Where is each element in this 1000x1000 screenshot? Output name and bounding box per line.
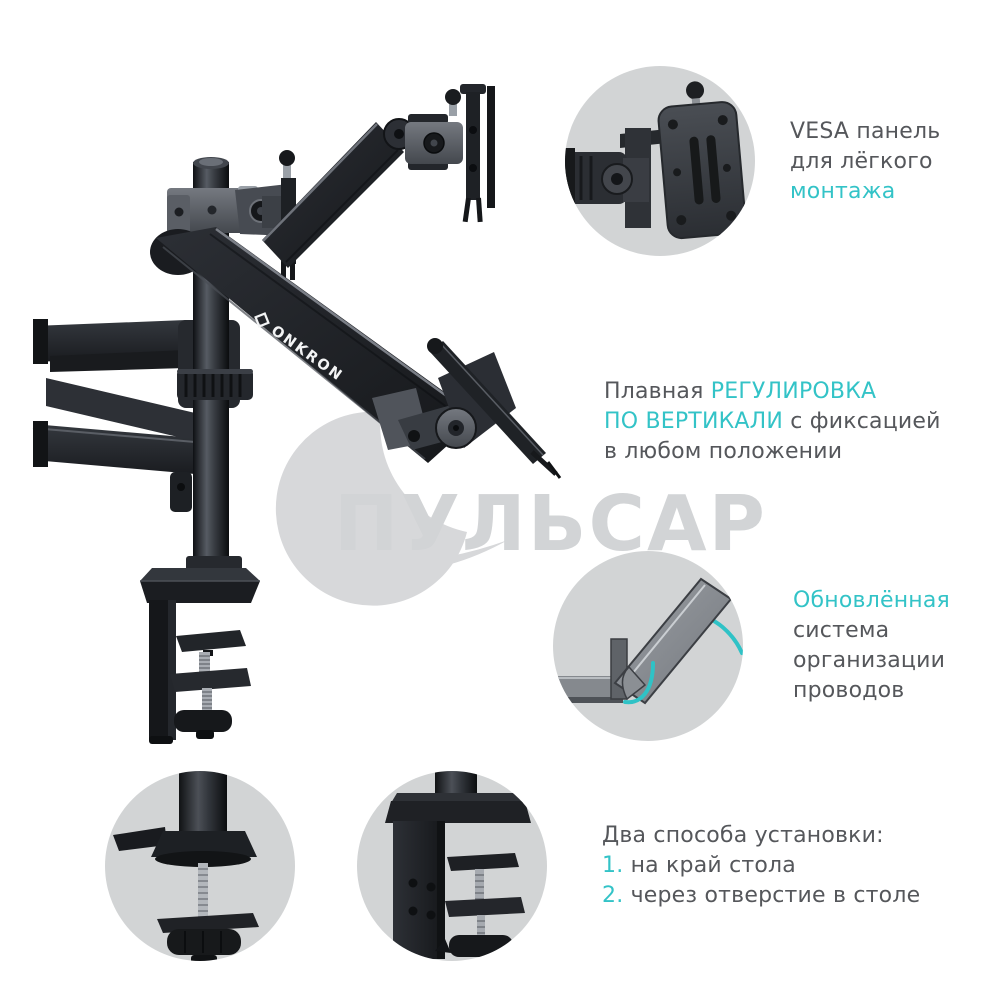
arm-head-assembly bbox=[372, 338, 562, 479]
feature-text-line: для лёгкого bbox=[790, 149, 933, 174]
feature-text-cable-management: Обновлённая система организации проводов bbox=[793, 586, 950, 706]
feature-text-line: 2. через отверстие в столе bbox=[602, 883, 921, 908]
feature-text-line: проводов bbox=[793, 678, 905, 703]
feature-text-line: 1. на край стола bbox=[602, 853, 796, 878]
feature-text-line: организации bbox=[793, 648, 946, 673]
feature-text-line: ПО ВЕРТИКАЛИ с фиксацией bbox=[604, 409, 941, 434]
feature-text-line: монтажа bbox=[790, 179, 896, 204]
vesa-plate-photo bbox=[565, 81, 747, 240]
desk-clamp-base bbox=[140, 556, 260, 744]
callout-circle-vesa bbox=[565, 66, 755, 256]
feature-text-line: Обновлённая bbox=[793, 588, 950, 613]
brand-diamond-icon bbox=[254, 312, 270, 328]
cable-arm-photo bbox=[553, 577, 743, 705]
feature-text-line: VESA панель bbox=[790, 119, 941, 144]
feature-text-vertical-adjustment: Плавная РЕГУЛИРОВКА ПО ВЕРТИКАЛИ с фиксац… bbox=[604, 377, 941, 467]
callout-circle-c-clamp-mount bbox=[357, 771, 547, 961]
feature-text-mounting-options: Два способа установки: 1. на край стола 2.… bbox=[602, 821, 920, 911]
upper-gas-spring-arm bbox=[262, 84, 495, 268]
grommet-mount-photo bbox=[113, 771, 259, 961]
feature-text-line: Плавная РЕГУЛИРОВКА bbox=[604, 379, 877, 404]
callout-circle-grommet-mount bbox=[105, 771, 295, 961]
feature-text-line: система bbox=[793, 618, 890, 643]
watermark-text: ПУЛЬСАР bbox=[334, 480, 767, 569]
c-clamp-photo bbox=[385, 771, 531, 959]
callout-circle-cable bbox=[553, 551, 743, 741]
feature-text-line: в любом положении bbox=[604, 439, 843, 464]
watermark-swoosh-icon bbox=[275, 411, 508, 606]
feature-text-line: Два способа установки: bbox=[602, 823, 884, 848]
feature-text-vesa-panel: VESA панель для лёгкого монтажа bbox=[790, 117, 940, 207]
